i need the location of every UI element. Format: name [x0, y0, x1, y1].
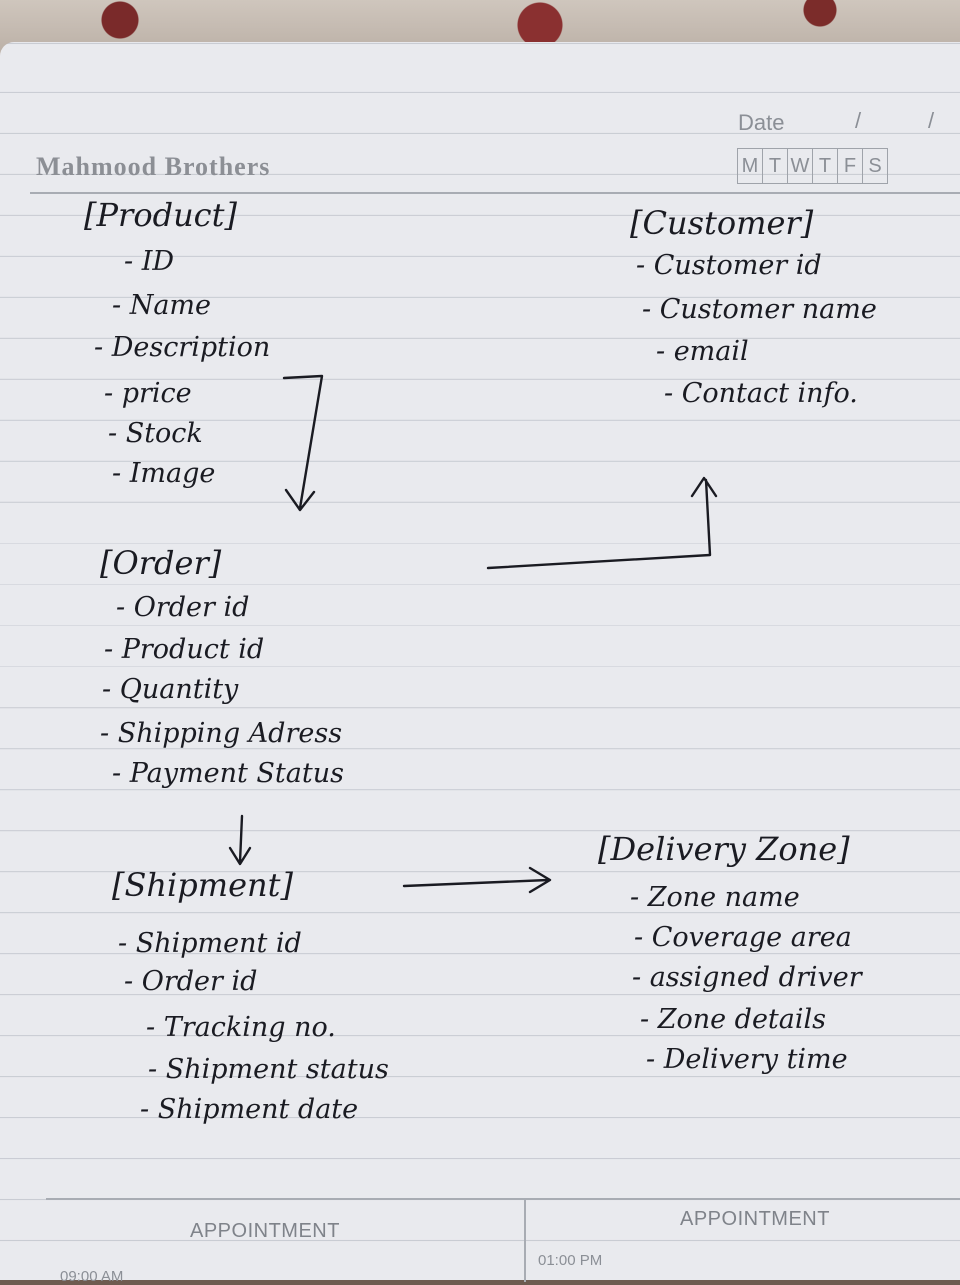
header-rule	[30, 192, 960, 194]
order-entity-title: [Order]	[100, 544, 222, 582]
delivery-zone-field: - Delivery time	[646, 1044, 848, 1075]
product-to-order-arrow	[282, 374, 324, 512]
customer-field: - email	[656, 336, 749, 367]
order-field: - Shipping Adress	[100, 718, 343, 749]
shipment-field: - Tracking no.	[146, 1012, 336, 1043]
delivery-zone-field: - Coverage area	[634, 922, 852, 953]
customer-field: - Customer name	[642, 294, 877, 325]
shipment-field: - Order id	[124, 966, 258, 997]
date-separator: /	[928, 108, 935, 133]
delivery-zone-field: - Zone name	[630, 882, 800, 913]
date-separator: /	[855, 108, 862, 133]
date-label: Date	[738, 110, 785, 135]
appointment-label-right: APPOINTMENT	[680, 1208, 830, 1230]
delivery-zone-entity-title: [Delivery Zone]	[598, 830, 850, 868]
customer-field: - Contact info.	[664, 378, 858, 409]
customer-entity-title: [Customer]	[630, 204, 814, 242]
product-entity-title: [Product]	[84, 196, 237, 234]
shipment-field: - Shipment date	[140, 1094, 359, 1125]
order-field: - Order id	[116, 592, 250, 623]
notebook-page	[0, 42, 960, 1280]
product-field: - ID	[124, 246, 175, 277]
product-field: - Image	[112, 458, 216, 489]
delivery-zone-field: - assigned driver	[632, 962, 862, 993]
product-field: - Description	[94, 332, 271, 363]
order-field: - Product id	[104, 634, 265, 665]
shipment-field: - Shipment id	[118, 928, 302, 959]
order-field: - Quantity	[102, 674, 239, 705]
product-field: - Stock	[108, 418, 203, 449]
time-slot-right: 01:00 PM	[538, 1252, 603, 1269]
customer-field: - Customer id	[636, 250, 822, 281]
brand-name: Mahmood Brothers	[36, 152, 271, 181]
time-slot-left: 09:00 AM	[60, 1268, 124, 1285]
order-to-customer-arrow	[486, 476, 718, 570]
appointment-section-right	[524, 1198, 960, 1282]
appointment-section-left	[46, 1198, 524, 1282]
product-field: - price	[104, 378, 192, 409]
product-field: - Name	[112, 290, 212, 321]
shipment-field: - Shipment status	[148, 1054, 389, 1085]
appointment-label-left: APPOINTMENT	[190, 1220, 340, 1242]
order-field: - Payment Status	[112, 758, 344, 789]
order-to-shipment-arrow	[228, 814, 252, 866]
weekday-boxes: M T W T F S	[737, 148, 888, 184]
shipment-entity-title: [Shipment]	[112, 866, 293, 904]
delivery-zone-field: - Zone details	[640, 1004, 827, 1035]
weekday-box: S	[862, 148, 888, 184]
shipment-to-delivery-zone-arrow	[402, 866, 552, 894]
